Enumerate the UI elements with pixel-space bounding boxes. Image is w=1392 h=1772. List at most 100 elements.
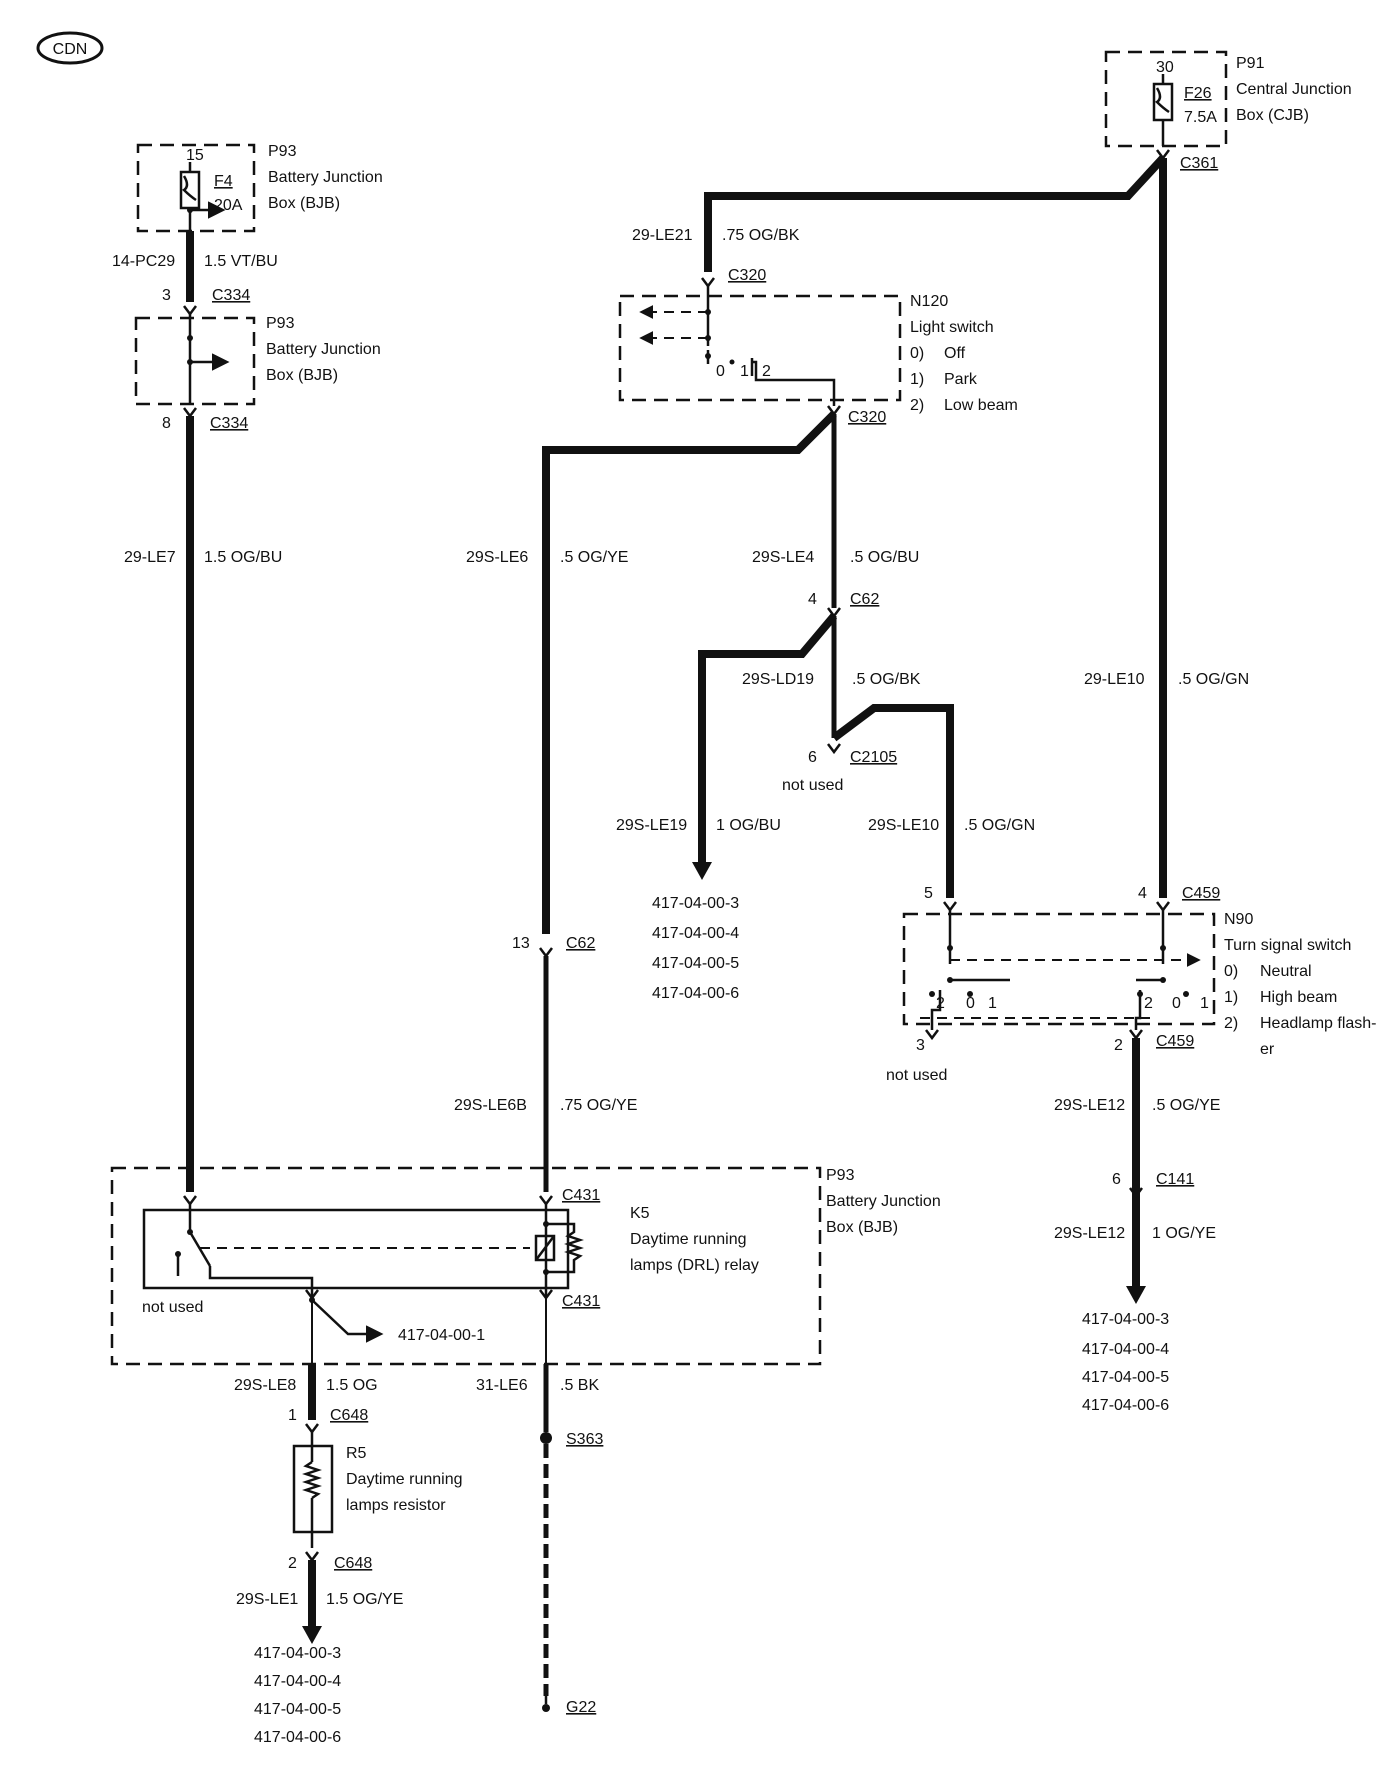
p93-mid-name-1: Battery Junction <box>266 341 381 358</box>
ref-le1-1: 417-04-00-3 <box>254 1645 341 1662</box>
ref-le1-2: 417-04-00-4 <box>254 1673 341 1690</box>
n120-name: Light switch <box>910 319 994 336</box>
connector-c62-a-name: C62 <box>850 591 879 608</box>
n90-pos-right-1: 1 <box>1200 995 1209 1012</box>
p93-id: P93 <box>268 143 297 160</box>
wire-circuit-le12-b: 29S-LE12 <box>1054 1225 1125 1242</box>
connector-c62-a-pin: 4 <box>808 591 817 608</box>
connector-c459-bot-name: C459 <box>1156 1033 1194 1050</box>
wire-circuit-ld19: 29S-LD19 <box>742 671 814 688</box>
connector-c648-top-name: C648 <box>330 1407 368 1424</box>
wire-circuit-le21: 29-LE21 <box>632 227 693 244</box>
fuse-pin-label: 15 <box>186 147 204 164</box>
wire-spec-le4: .5 OG/BU <box>850 549 919 566</box>
wire-spec-le1: 1.5 OG/YE <box>326 1591 403 1608</box>
k5-name-1: Daytime running <box>630 1231 747 1248</box>
n90-name: Turn signal switch <box>1224 937 1351 954</box>
wire-circuit-le19: 29S-LE19 <box>616 817 687 834</box>
wire-spec-s-le10: .5 OG/GN <box>964 817 1035 834</box>
connector-c320-top-name: C320 <box>728 267 766 284</box>
wire-spec-le19: 1 OG/BU <box>716 817 781 834</box>
p93-bot-name-2: Box (BJB) <box>826 1219 898 1236</box>
wire-circuit-le10: 29-LE10 <box>1084 671 1145 688</box>
fuse-f26-rating: 7.5A <box>1184 109 1217 126</box>
n90-state-0: 0) <box>1224 963 1238 980</box>
connector-c431-bot-name: C431 <box>562 1293 600 1310</box>
connector-c62-b-pin: 13 <box>512 935 530 952</box>
r5-name-1: Daytime running <box>346 1471 463 1488</box>
n90-pos-left-1: 1 <box>988 995 997 1012</box>
wire-circuit-pc29: 14-PC29 <box>112 253 175 270</box>
p93-name-2: Box (BJB) <box>268 195 340 212</box>
fuse-f4-icon <box>179 162 201 210</box>
wire-spec-le7: 1.5 OG/BU <box>204 549 282 566</box>
r5-name-2: lamps resistor <box>346 1497 446 1514</box>
connector-c431-top-name: C431 <box>562 1187 600 1204</box>
p93-box-middle: P93 Battery Junction Box (BJB) <box>134 314 381 406</box>
n90-state-1: 1) <box>1224 989 1238 1006</box>
p93-bot-id: P93 <box>826 1167 855 1184</box>
n90-state-2-label: Headlamp flash- <box>1260 1015 1377 1032</box>
n90-id: N90 <box>1224 911 1253 928</box>
ref-le12-1: 417-04-00-3 <box>1082 1311 1169 1328</box>
connector-c459-bot-note: not used <box>886 1067 947 1084</box>
connector-c62-b-name: C62 <box>566 935 595 952</box>
region-badge-label: CDN <box>53 41 88 58</box>
ref-le19-4: 417-04-00-6 <box>652 985 739 1002</box>
ref-le12-4: 417-04-00-6 <box>1082 1397 1169 1414</box>
p93-fuse-box-top: 15 F4 20A P93 Battery Junction Box (BJB) <box>136 143 383 233</box>
p91-fuse-box: 30 F26 7.5A P91 Central Junction Box (CJ… <box>1104 50 1352 148</box>
wire-circuit-le6b: 29S-LE6B <box>454 1097 527 1114</box>
wire-circuit-le12-a: 29S-LE12 <box>1054 1097 1125 1114</box>
connector-c334-bot-name: C334 <box>210 415 248 432</box>
n120-state-2: 2) <box>910 397 924 414</box>
ground-g22-name: G22 <box>566 1699 596 1716</box>
p93-box-bottom: P93 Battery Junction Box (BJB) <box>110 1166 941 1366</box>
wire-circuit-le7: 29-LE7 <box>124 549 176 566</box>
wire-spec-le6: .5 OG/YE <box>560 549 628 566</box>
connector-c648-bot-pin: 2 <box>288 1555 297 1572</box>
r5-id: R5 <box>346 1445 367 1462</box>
wire-spec-le12-a: .5 OG/YE <box>1152 1097 1220 1114</box>
ref-le12-2: 417-04-00-4 <box>1082 1341 1169 1358</box>
region-badge: CDN <box>36 31 104 65</box>
resistor-icon <box>302 1460 322 1500</box>
n90-state-1-label: High beam <box>1260 989 1337 1006</box>
wire-spec-le6b: .75 OG/YE <box>560 1097 637 1114</box>
wire-spec-le10: .5 OG/GN <box>1178 671 1249 688</box>
splice-s363 <box>540 1432 552 1444</box>
connector-c141-pin: 6 <box>1112 1171 1121 1188</box>
connector-c361-name: C361 <box>1180 155 1218 172</box>
ref-le19-2: 417-04-00-4 <box>652 925 739 942</box>
p91-name-1: Central Junction <box>1236 81 1352 98</box>
n120-pos-0: 0 <box>716 363 725 380</box>
k5-name-2: lamps (DRL) relay <box>630 1257 759 1274</box>
n90-state-0-label: Neutral <box>1260 963 1312 980</box>
n90-pos-left-2: 2 <box>936 995 945 1012</box>
p93-mid-id: P93 <box>266 315 295 332</box>
n120-light-switch: 0 1 2 N120 Light switch 0) Off 1) Park 2… <box>618 286 1018 414</box>
ref-le1-3: 417-04-00-5 <box>254 1701 341 1718</box>
p93-name-1: Battery Junction <box>268 169 383 186</box>
n120-pos-1: 1 <box>740 363 749 380</box>
connector-c334-bot-pin: 8 <box>162 415 171 432</box>
splice-s363-name: S363 <box>566 1431 603 1448</box>
n90-pos-right-2: 2 <box>1144 995 1153 1012</box>
p91-id: P91 <box>1236 55 1265 72</box>
ref-le19-3: 417-04-00-5 <box>652 955 739 972</box>
ground-g22-icon <box>542 1696 550 1712</box>
connector-c459-top-pin-right: 4 <box>1138 885 1147 902</box>
n90-turn-signal-switch: 2 0 1 2 0 1 N90 Turn signal switch 0) Ne… <box>902 910 1377 1058</box>
connector-c2105-name: C2105 <box>850 749 897 766</box>
k5-drl-relay: K5 Daytime running lamps (DRL) relay <box>142 1204 759 1296</box>
fuse-f26-icon <box>1152 74 1174 122</box>
connector-c141-name: C141 <box>1156 1171 1194 1188</box>
n120-state-0-label: Off <box>944 345 966 362</box>
fuse-f4-label: F4 <box>214 173 233 190</box>
wire-spec-le8: 1.5 OG <box>326 1377 378 1394</box>
connector-c2105-pin: 6 <box>808 749 817 766</box>
wire-spec-pc29: 1.5 VT/BU <box>204 253 278 270</box>
n90-state-2: 2) <box>1224 1015 1238 1032</box>
connector-c459-top-pin-left: 5 <box>924 885 933 902</box>
